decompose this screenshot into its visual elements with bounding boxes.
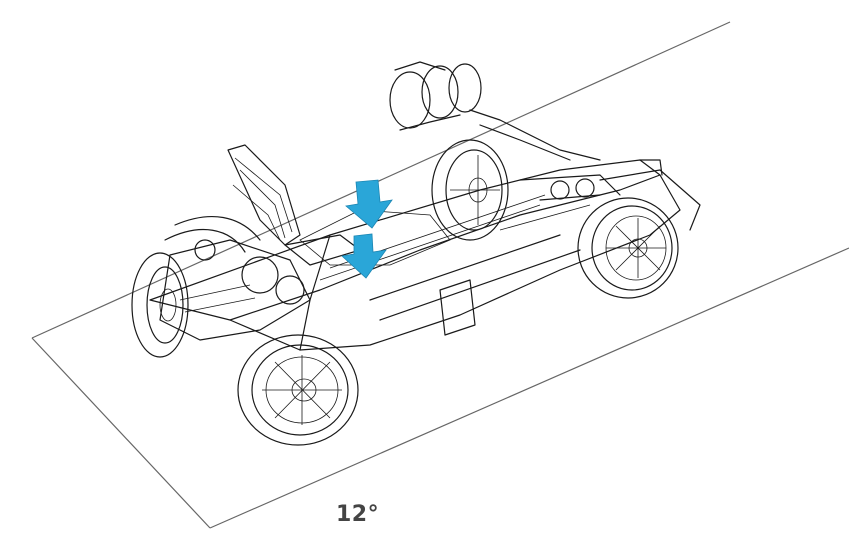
load-arrow-lower: [341, 233, 387, 279]
inclined-plane: [31, 21, 849, 529]
wheel-front-left: [431, 139, 509, 241]
incline-angle-label: 12°: [336, 502, 380, 527]
load-arrow-upper: [345, 179, 393, 229]
wheel-front-right: [577, 197, 679, 299]
steering-wheel: [389, 61, 601, 161]
wheel-rear-right: [237, 334, 359, 446]
wheel-rear-left: [131, 252, 189, 358]
chassis-frame: [149, 159, 701, 351]
front-suspension: [499, 174, 621, 231]
seat: [227, 144, 361, 266]
rear-engine: [159, 215, 311, 341]
